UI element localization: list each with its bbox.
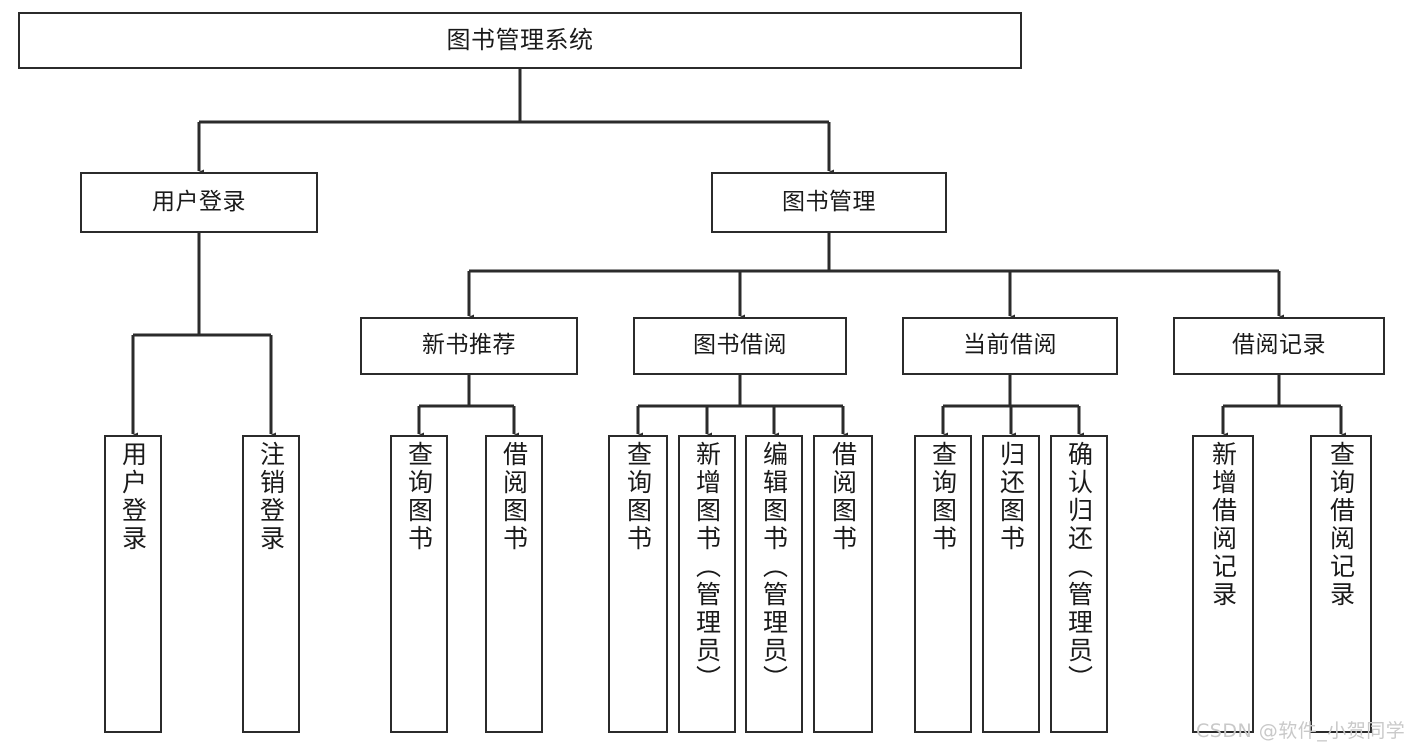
node-label: 新书推荐 <box>422 332 516 359</box>
node-label: 新增借阅记录 <box>1208 441 1238 609</box>
node-label: 编辑图书（管理员） <box>759 441 789 693</box>
node-leaf-br-add: 新增借阅记录 <box>1192 435 1254 733</box>
node-user-login: 用户登录 <box>80 172 318 233</box>
node-book-manage: 图书管理 <box>711 172 947 233</box>
node-label: 用户登录 <box>152 188 246 215</box>
node-leaf-cb-return: 归还图书 <box>982 435 1040 733</box>
node-label: 借阅图书 <box>828 441 858 553</box>
node-leaf-user-login: 用户登录 <box>104 435 162 733</box>
node-leaf-bb-edit: 编辑图书（管理员） <box>745 435 803 733</box>
node-label: 借阅图书 <box>499 441 529 553</box>
node-book-borrow: 图书借阅 <box>633 317 847 375</box>
node-label: 查询图书 <box>928 441 958 553</box>
node-leaf-user-logout: 注销登录 <box>242 435 300 733</box>
node-leaf-rec-borrow: 借阅图书 <box>485 435 543 733</box>
node-label: 新增图书（管理员） <box>692 441 722 693</box>
node-leaf-cb-confirm: 确认归还（管理员） <box>1050 435 1108 733</box>
node-leaf-br-query: 查询借阅记录 <box>1310 435 1372 733</box>
node-leaf-cb-query: 查询图书 <box>914 435 972 733</box>
node-new-book-rec: 新书推荐 <box>360 317 578 375</box>
node-leaf-bb-query: 查询图书 <box>608 435 668 733</box>
node-label: 归还图书 <box>996 441 1026 553</box>
node-label: 当前借阅 <box>963 332 1057 359</box>
node-label: 注销登录 <box>256 441 286 553</box>
node-label: 查询图书 <box>404 441 434 553</box>
connector-lines <box>128 69 1346 442</box>
node-current-borrow: 当前借阅 <box>902 317 1118 375</box>
node-label: 查询图书 <box>623 441 653 553</box>
node-root: 图书管理系统 <box>18 12 1022 69</box>
node-label: 用户登录 <box>118 441 148 553</box>
node-label: 借阅记录 <box>1232 332 1326 359</box>
node-leaf-rec-query: 查询图书 <box>390 435 448 733</box>
node-label: 图书借阅 <box>693 332 787 359</box>
node-borrow-record: 借阅记录 <box>1173 317 1385 375</box>
node-label: 查询借阅记录 <box>1326 441 1356 609</box>
node-leaf-bb-add: 新增图书（管理员） <box>678 435 736 733</box>
node-leaf-bb-borrow: 借阅图书 <box>813 435 873 733</box>
node-label: 确认归还（管理员） <box>1064 441 1094 693</box>
node-label: 图书管理系统 <box>446 26 594 55</box>
node-label: 图书管理 <box>782 188 876 215</box>
